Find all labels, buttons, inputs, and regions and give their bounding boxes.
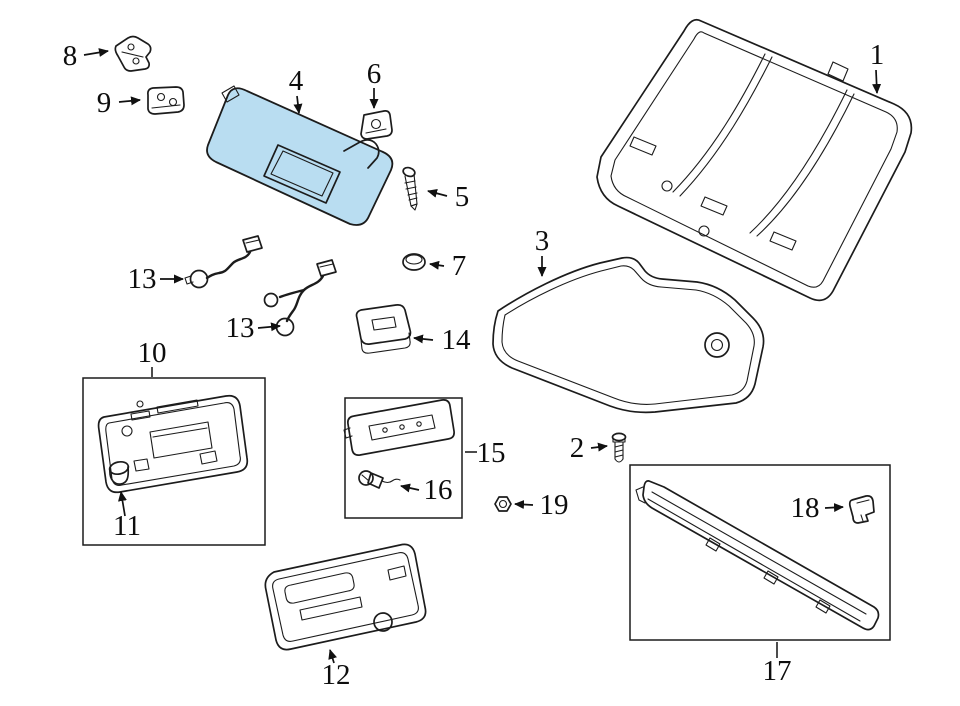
part-19-nut-drawing [494,496,512,512]
callout-7[interactable]: 7 [452,250,467,282]
part-4-sun-visor-drawing [206,85,394,226]
callout-2-arrow [590,442,608,452]
callout-4-arrow [293,95,303,114]
part-15-lamp-group [343,397,463,519]
callout-7-arrow [429,260,445,270]
callout-3[interactable]: 3 [535,225,550,257]
callout-12[interactable]: 12 [322,659,351,691]
callout-14[interactable]: 14 [442,324,472,356]
callout-5-arrow [427,188,448,198]
callout-11-arrow [118,491,127,517]
part-15-frame [344,397,463,519]
callout-1[interactable]: 1 [870,39,885,71]
callout-14-arrow [413,334,434,344]
callout-13b-arrow [257,322,281,332]
callout-16-arrow [400,483,420,493]
part-10-frame [82,377,266,546]
callout-8[interactable]: 8 [63,40,78,72]
part-14-switch-drawing [355,304,412,354]
part-10-console-group [82,377,266,546]
part-9-clip-drawing [147,86,185,115]
callout-17[interactable]: 17 [763,655,792,687]
callout-8-arrow [83,48,109,57]
callout-18-arrow [824,503,844,512]
callout-10[interactable]: 10 [138,337,167,369]
callout-9-arrow [118,96,141,106]
callout-5[interactable]: 5 [455,181,470,213]
callout-6[interactable]: 6 [367,58,382,90]
callout-13a[interactable]: 13 [128,263,157,295]
callout-16[interactable]: 16 [424,474,453,506]
part-13b-harness-drawing [263,259,337,337]
part-11-bulb-drawing [108,460,130,485]
callout-4[interactable]: 4 [289,65,304,97]
part-1-headliner-drawing [596,18,913,302]
part-16-bulb-drawing [358,470,401,489]
part-6-clip-drawing [360,109,393,140]
part-13a-harness-drawing [184,235,263,289]
part-7-cap-drawing [402,253,426,271]
part-5-screw-drawing [402,166,418,211]
part-17-frame [629,464,891,641]
callout-2[interactable]: 2 [570,432,585,464]
callout-11[interactable]: 11 [113,510,141,542]
callout-1-arrow [872,69,882,94]
callout-arrows [83,48,882,664]
part-2-screw-drawing [611,432,627,463]
part-3-panel-drawing [492,256,765,414]
part-18-clip-drawing [848,495,875,524]
part-12-dome-lamp-drawing [264,543,427,651]
callout-12-arrow [328,649,337,664]
part-17-trim-group [629,464,891,641]
callout-numbers: 1 2 3 4 5 6 7 8 9 10 11 12 13 13 14 15 1… [63,39,885,691]
callout-9[interactable]: 9 [97,87,112,119]
callout-15[interactable]: 15 [477,437,506,469]
callout-18[interactable]: 18 [791,492,820,524]
callout-13b[interactable]: 13 [226,312,255,344]
part-8-bracket-drawing [114,35,152,72]
callout-19-arrow [514,500,534,509]
callout-19[interactable]: 19 [540,489,569,521]
